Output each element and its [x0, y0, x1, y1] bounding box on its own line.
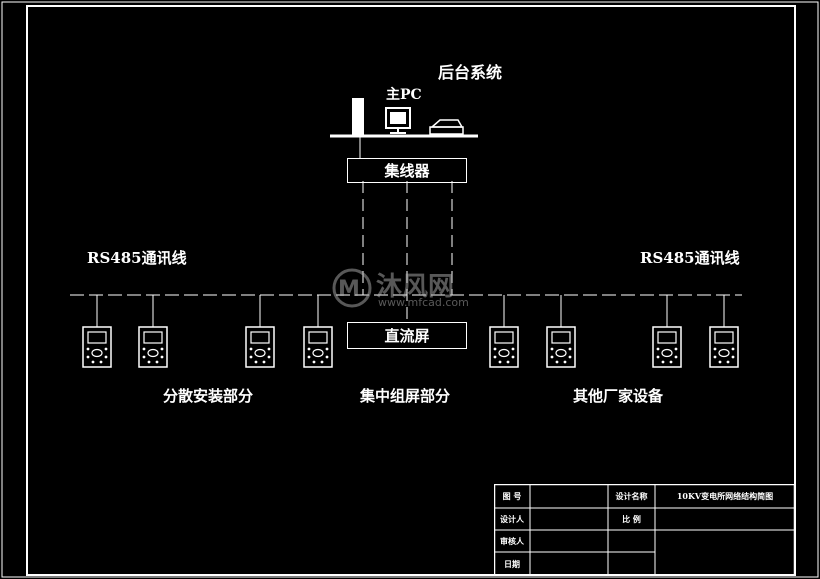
hub-dashed-links: [362, 181, 453, 322]
title-block: 图 号 设计名称 10KV变电所网络结构简图 设计人 比 例 审核人 日期: [494, 484, 795, 576]
section-distributed: 分散安装部分: [163, 387, 254, 405]
drawing-frame: [26, 5, 796, 576]
tb-reviewer-label: 审核人: [500, 535, 524, 546]
backend-system-title: 后台系统: [438, 63, 503, 82]
watermark: M 沐风网 www.mfcad.com: [328, 266, 498, 310]
watermark-brand: 沐风网: [376, 272, 455, 302]
protection-device-icon: [82, 326, 112, 368]
svg-text:M: M: [338, 277, 360, 302]
dc-panel-box: 直流屏: [347, 322, 467, 349]
protection-device-icon: [138, 326, 168, 368]
protection-device-icon: [546, 326, 576, 368]
rs485-label-right: RS485通讯线: [640, 249, 740, 267]
protection-device-icon: [303, 326, 333, 368]
main-pc-label: 主PC: [386, 87, 422, 103]
tb-drawing-no-label: 图 号: [502, 490, 522, 501]
title-block-grid: [494, 484, 795, 576]
hub-box: 集线器: [347, 158, 467, 183]
watermark-url: www.mfcad.com: [378, 296, 469, 309]
protection-device-icon: [245, 326, 275, 368]
section-other: 其他厂家设备: [573, 387, 664, 405]
monitor-icon: [385, 107, 411, 134]
protection-device-icon: [709, 326, 739, 368]
tb-design-name-label: 设计名称: [615, 490, 648, 501]
rs485-label-left: RS485通讯线: [87, 249, 187, 267]
protection-device-icon: [489, 326, 519, 368]
watermark-logo-icon: M: [332, 268, 372, 308]
section-centralized: 集中组屏部分: [360, 387, 451, 405]
device-drops: [96, 295, 725, 327]
tb-design-name-value: 10KV变电所网络结构简图: [676, 490, 774, 501]
printer-icon: [429, 119, 464, 135]
tb-designer-label: 设计人: [500, 513, 524, 524]
tb-scale-label: 比 例: [622, 513, 641, 524]
protection-devices: [82, 326, 739, 368]
pc-tower-icon: [352, 98, 364, 135]
tb-date-label: 日期: [504, 558, 520, 569]
protection-device-icon: [652, 326, 682, 368]
